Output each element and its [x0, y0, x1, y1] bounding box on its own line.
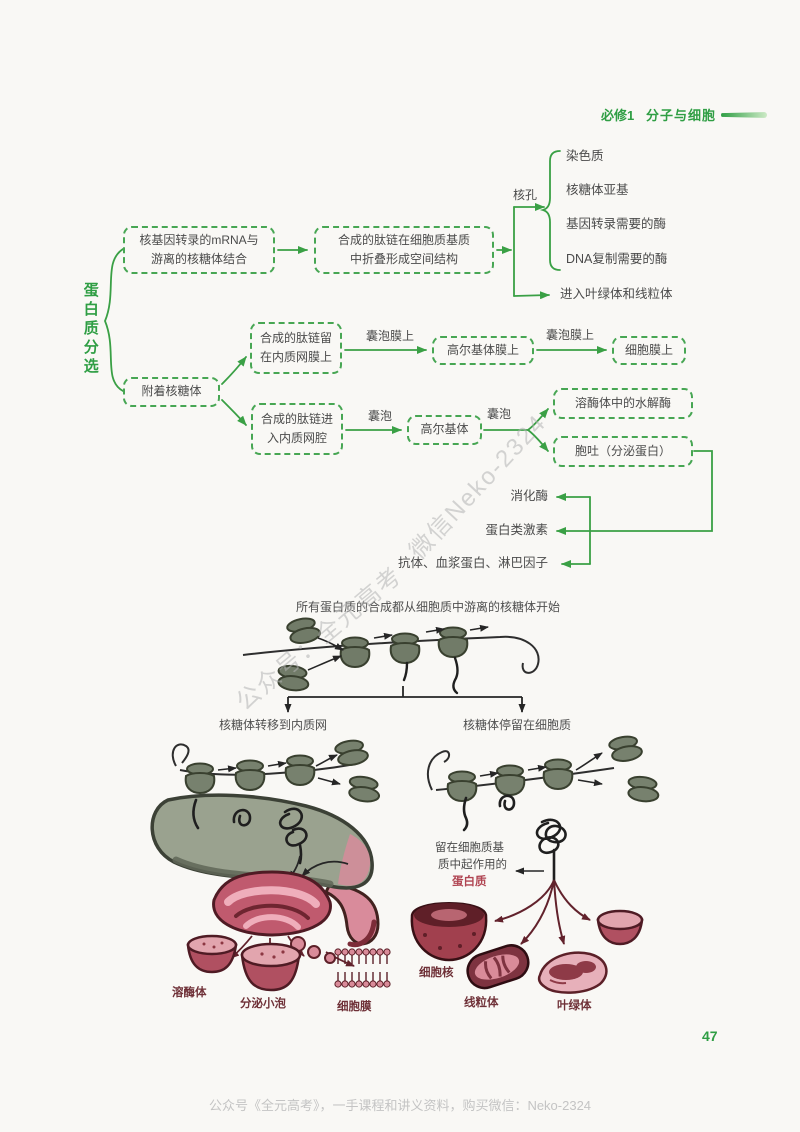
illustration-caption: 所有蛋白质的合成都从细胞质中游离的核糖体开始	[296, 600, 561, 614]
pore-target-transcription-enzyme: 基因转录需要的酶	[566, 217, 667, 231]
cytosol-note-line1: 留在细胞质基	[435, 842, 504, 854]
box-cell-membrane: 细胞膜上	[612, 336, 686, 365]
page-number: 47	[702, 1028, 718, 1044]
box-fold-in-cytosol: 合成的肽链在细胞质基质中折叠形成空间结构	[314, 226, 494, 274]
label-mitochondrion: 线粒体	[464, 997, 499, 1009]
golgi-icon	[212, 870, 332, 937]
root-label: 蛋白质分选	[81, 282, 99, 377]
secreted-protein-hormone: 蛋白类激素	[485, 523, 548, 537]
ribosome-icon	[542, 758, 574, 790]
ribosome-icon	[339, 636, 371, 668]
free-ribosome-icon	[625, 774, 662, 804]
ribosome-icon	[284, 754, 316, 786]
cytosol-note-line2: 质中起作用的	[438, 859, 507, 871]
box-stay-er-membrane: 合成的肽链留在内质网膜上	[250, 322, 342, 374]
box-golgi-membrane: 高尔基体膜上	[432, 336, 534, 365]
ribosome-icon	[494, 764, 526, 796]
header-title: 分子与细胞	[646, 108, 717, 123]
ribosome-icon	[437, 626, 469, 658]
ribosome-icon	[184, 762, 216, 794]
label-organelle-import: 进入叶绿体和线粒体	[560, 287, 673, 301]
mitochondrion-icon	[466, 944, 530, 990]
ribosome-icon	[234, 759, 266, 791]
lysosome-icon	[186, 934, 238, 974]
cell-membrane-icon	[334, 948, 391, 988]
nucleus-icon	[410, 902, 488, 962]
pore-target-chromatin: 染色质	[566, 149, 604, 163]
secretory-vesicle-icon	[240, 942, 302, 992]
chloroplast-icon	[537, 951, 608, 994]
box-attached-ribosome: 附着核糖体	[123, 377, 220, 407]
right-branch-title: 核糖体停留在细胞质	[463, 718, 572, 732]
label-vesicle-1: 囊泡	[368, 409, 393, 423]
secreted-digestive-enzyme: 消化酶	[510, 489, 548, 503]
free-ribosome-icon	[346, 774, 383, 805]
box-enter-er-lumen: 合成的肽链进入内质网腔	[251, 403, 343, 455]
diagonal-watermark-1: 公众号：全元高考	[231, 561, 408, 717]
small-bowl-icon	[596, 909, 644, 946]
left-branch-title: 核糖体转移到内质网	[219, 718, 328, 732]
label-lysosome: 溶酶体	[172, 987, 207, 999]
box-nuclear-mrna: 核基因转录的mRNA与游离的核糖体结合	[123, 226, 275, 274]
er-hook	[323, 882, 380, 946]
label-vesicle-membrane-2: 囊泡膜上	[546, 328, 595, 342]
ribosome-icon	[446, 770, 478, 802]
label-secretory-vesicle: 分泌小泡	[240, 998, 286, 1010]
pore-target-replication-enzyme: DNA复制需要的酶	[566, 252, 668, 266]
ribosome-icon	[389, 632, 421, 664]
header-unit: 必修1	[601, 108, 635, 123]
label-vesicle-2: 囊泡	[487, 407, 512, 421]
label-nuclear-pore: 核孔	[513, 188, 538, 202]
label-chloroplast: 叶绿体	[557, 1000, 592, 1012]
er-shape	[150, 793, 374, 890]
pore-target-ribosome-subunit: 核糖体亚基	[566, 183, 629, 197]
secreted-antibody-plasma-lymphokine: 抗体、血浆蛋白、淋巴因子	[397, 556, 548, 570]
root-brace	[104, 248, 124, 392]
box-exocytosis: 胞吐（分泌蛋白）	[553, 436, 693, 467]
free-ribosome-icon	[333, 737, 370, 769]
protein-squiggle	[192, 798, 308, 865]
box-lysosome-enzyme: 溶酶体中的水解酶	[553, 388, 693, 419]
header-swoosh-icon	[721, 112, 767, 118]
free-ribosome-icon	[607, 733, 644, 765]
pore-brace	[539, 150, 561, 271]
label-cell-membrane: 细胞膜	[337, 1001, 372, 1013]
label-nucleus: 细胞核	[419, 967, 454, 979]
cytosol-note-line3: 蛋白质	[452, 876, 487, 888]
nascent-chain	[402, 656, 459, 695]
label-vesicle-membrane-1: 囊泡膜上	[366, 329, 415, 343]
vesicle-icon	[290, 936, 336, 964]
split-bracket	[284, 686, 526, 713]
footer-watermark: 公众号《全元高考》，一手课程和讲义资料，购买微信：Neko-2324	[208, 1098, 592, 1113]
box-golgi: 高尔基体	[407, 415, 482, 445]
er-pathway-illustration	[150, 737, 391, 992]
